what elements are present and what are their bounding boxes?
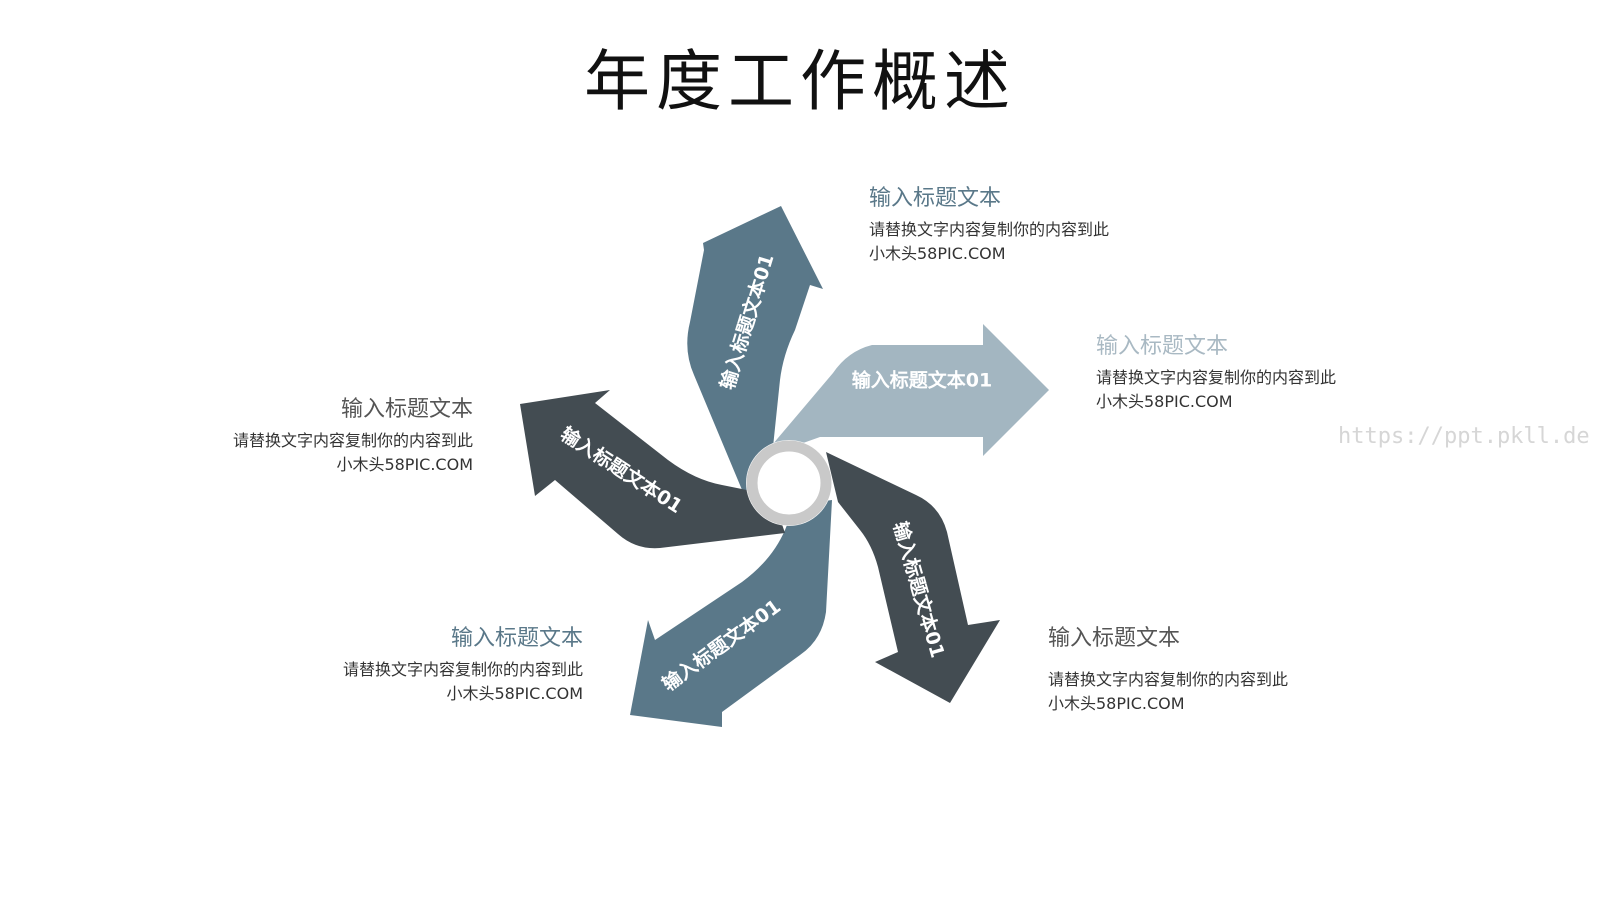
arrow-up-shape xyxy=(687,206,823,497)
arrow-down-right-shape xyxy=(826,452,1000,703)
text-block-bottom-left-line2: 小木头58PIC.COM xyxy=(446,684,583,703)
text-block-top-line1: 请替换文字内容复制你的内容到此 xyxy=(869,220,1110,239)
page-title: 年度工作概述 xyxy=(584,43,1016,120)
arrow-right-shape xyxy=(761,324,1049,458)
arrow-right-label: 输入标题文本01 xyxy=(852,369,992,392)
text-block-bottom-left-heading: 输入标题文本 xyxy=(450,626,583,651)
text-block-bottom-left-line1: 请替换文字内容复制你的内容到此 xyxy=(342,660,583,679)
text-block-bottom-right-line1: 请替换文字内容复制你的内容到此 xyxy=(1048,670,1289,689)
center-ring xyxy=(746,440,832,526)
arrow-right[interactable]: 输入标题文本01 xyxy=(761,324,1049,458)
watermark: https://ppt.pkll.de xyxy=(1338,424,1590,449)
text-block-left-heading: 输入标题文本 xyxy=(340,397,473,422)
text-block-bottom-left: 输入标题文本 请替换文字内容复制你的内容到此 小木头58PIC.COM xyxy=(283,624,583,706)
arrow-left-shape xyxy=(520,390,785,549)
text-block-right-line2: 小木头58PIC.COM xyxy=(1096,392,1233,411)
text-block-bottom-right: 输入标题文本 请替换文字内容复制你的内容到此 小木头58PIC.COM xyxy=(1048,624,1348,716)
text-block-left: 输入标题文本 请替换文字内容复制你的内容到此 小木头58PIC.COM xyxy=(173,395,473,477)
text-block-bottom-right-line2: 小木头58PIC.COM xyxy=(1048,694,1185,713)
ring-circle xyxy=(746,440,832,526)
arrow-up[interactable]: 输入标题文本01 xyxy=(687,206,823,497)
text-block-right-heading: 输入标题文本 xyxy=(1096,334,1229,359)
text-block-top-heading: 输入标题文本 xyxy=(869,186,1002,211)
text-block-right-line1: 请替换文字内容复制你的内容到此 xyxy=(1096,368,1337,387)
arrow-down-left-shape xyxy=(630,500,832,727)
text-block-left-line1: 请替换文字内容复制你的内容到此 xyxy=(232,431,473,450)
text-block-right: 输入标题文本 请替换文字内容复制你的内容到此 小木头58PIC.COM xyxy=(1096,332,1396,414)
arrow-down-right[interactable]: 输入标题文本01 xyxy=(826,452,1000,703)
text-block-top: 输入标题文本 请替换文字内容复制你的内容到此 小木头58PIC.COM xyxy=(869,184,1169,266)
text-block-bottom-right-heading: 输入标题文本 xyxy=(1048,626,1181,651)
text-block-top-line2: 小木头58PIC.COM xyxy=(869,244,1006,263)
text-block-left-line2: 小木头58PIC.COM xyxy=(336,455,473,474)
